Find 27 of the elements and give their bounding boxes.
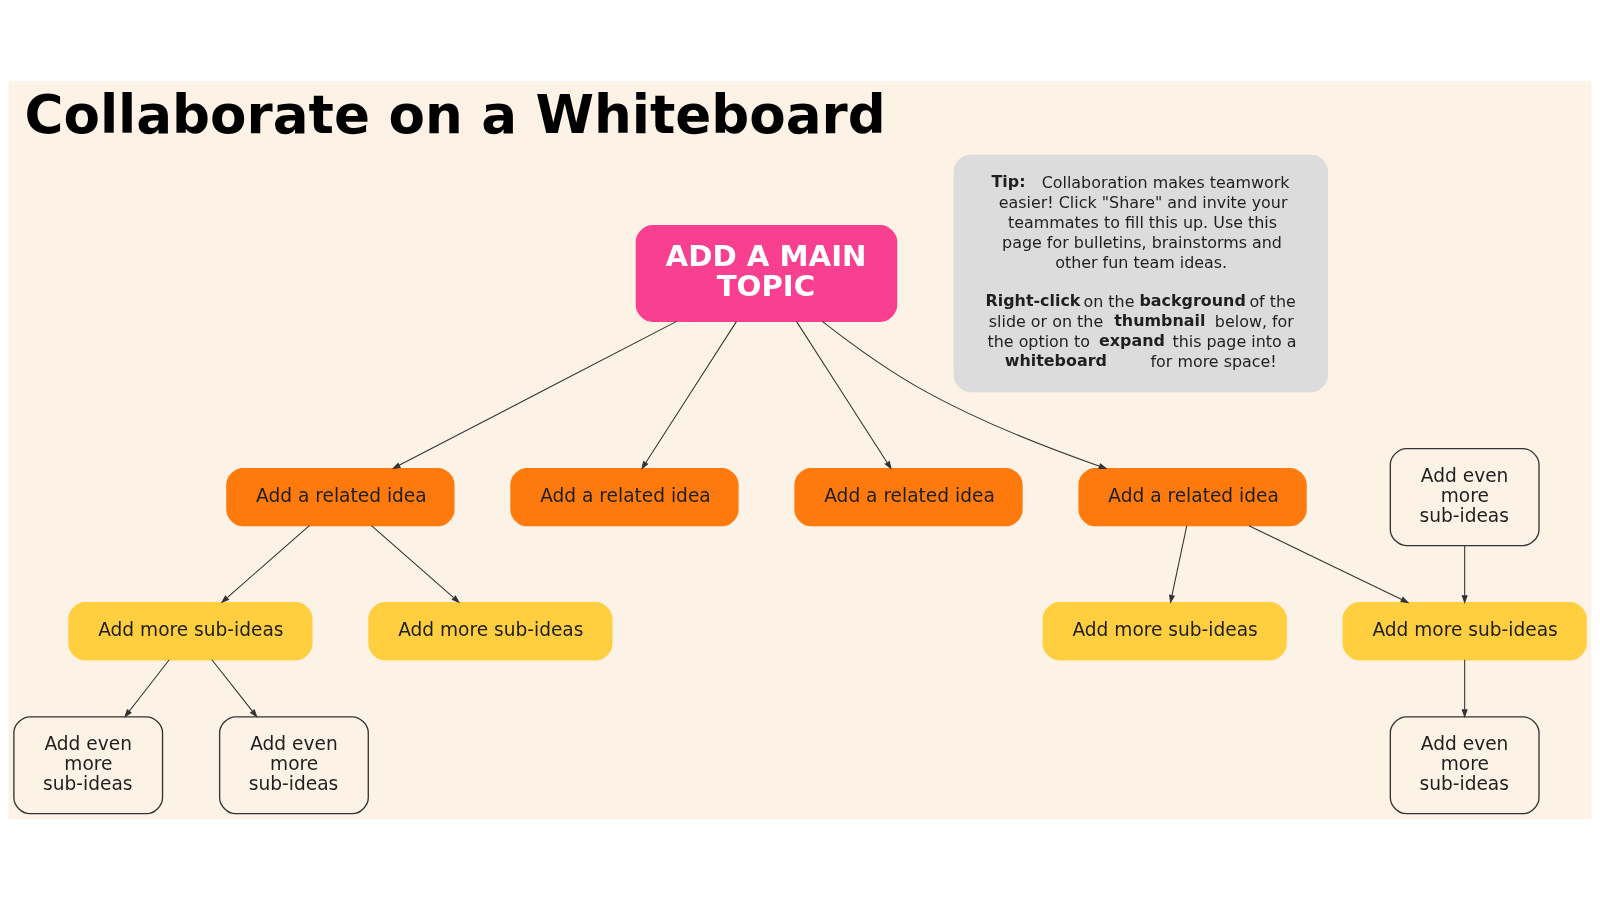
arrow [796,321,892,470]
node-box: Add even more sub-ideas [218,716,369,815]
arrow [211,659,258,718]
arrow [391,320,678,470]
arrow [124,659,170,718]
arrow [821,320,1108,469]
node-box: Add a related idea [510,467,739,527]
node-box: Add a related idea [226,467,455,527]
node-box: ADD A MAIN TOPIC [635,225,898,322]
node-box: Tip: Collaboration makes teamwork easier! Click "Share" and invite your teammates to fill this up. Use this page for bulletins, brainstorms and other fun team ideas. Right-click on the background of the slide or on the thumbnail below, for the option to expand this page into a whiteboard for more space! [953,154,1328,393]
arrow [1461,545,1468,604]
diagram-title: Collaborate on a Whiteboard [24,83,886,146]
node-box: Add more sub-ideas [368,601,613,661]
arrow [1461,659,1468,719]
node-box: Add more sub-ideas [1042,601,1287,661]
node-box: Add more sub-ideas [1342,601,1587,661]
arrow [1169,525,1188,604]
node-box: Add even more sub-ideas [13,716,164,815]
node-box: Add a related idea [1078,467,1307,527]
arrow [641,321,737,470]
arrow [370,525,461,604]
node-box: Add even more sub-ideas [1389,448,1540,547]
node-box: Add a related idea [794,467,1023,527]
node-box: Add even more sub-ideas [1389,716,1540,815]
arrow [1248,525,1410,604]
node-box: Add more sub-ideas [68,601,313,661]
arrow [220,525,310,604]
